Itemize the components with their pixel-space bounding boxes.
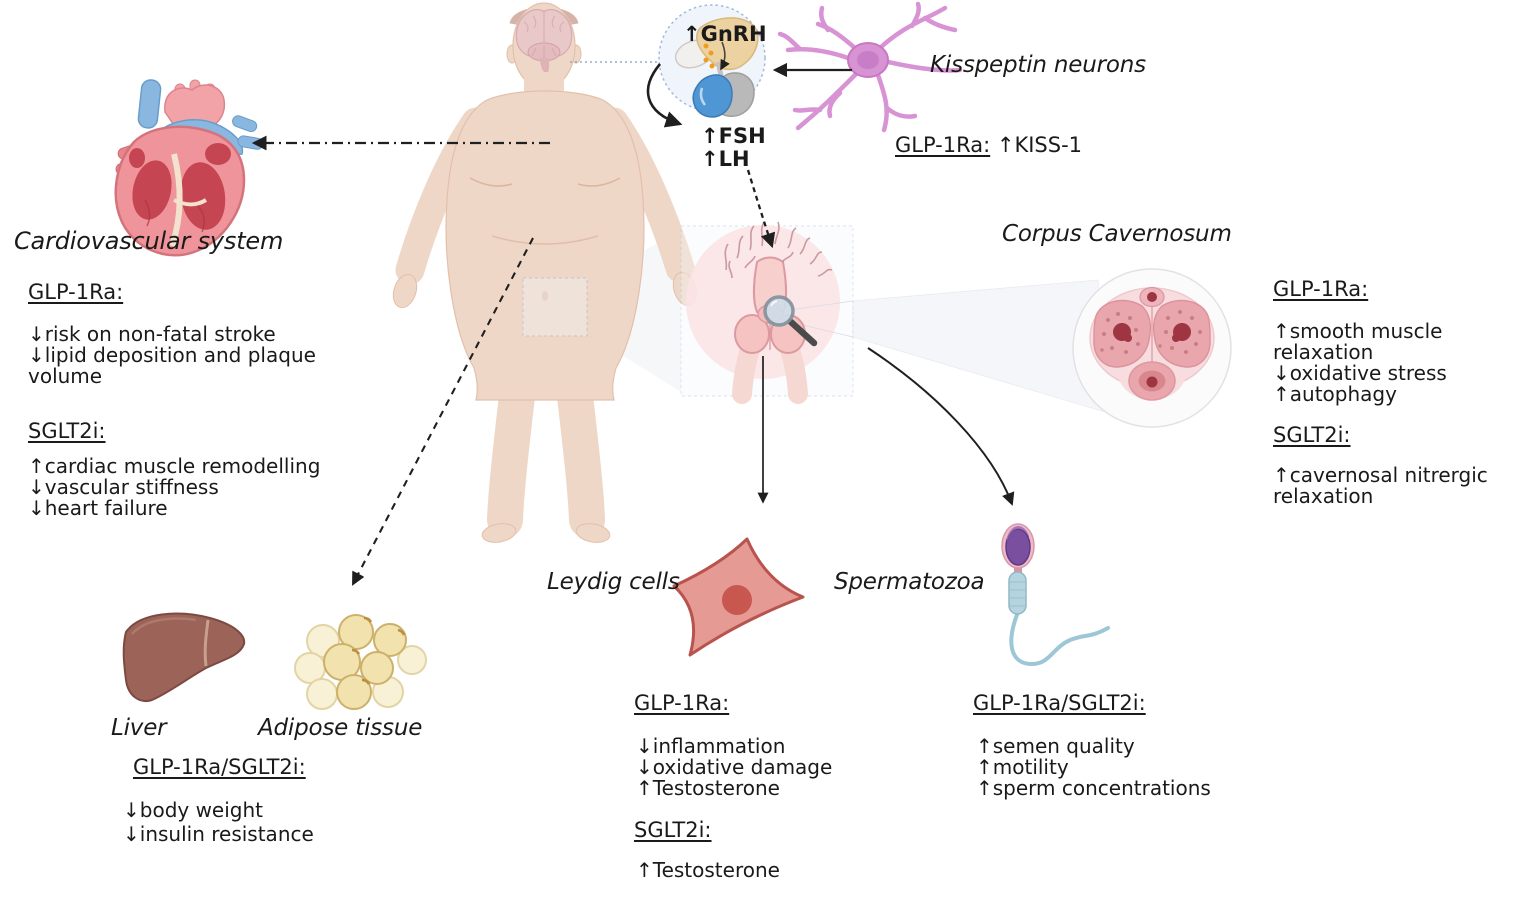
- leydig-sglt2-list: ↑Testosterone: [636, 860, 780, 881]
- connector-arrows: [251, 61, 1015, 586]
- fsh-label: ↑FSH: [701, 124, 766, 148]
- leydig-glp1-line: ↑Testosterone: [636, 776, 780, 800]
- corpus-sglt2-line: ↑cavernosal nitrergic relaxation: [1273, 463, 1488, 508]
- corpus-glp1-line: ↓oxidative stress: [1273, 361, 1447, 385]
- leydig-glp1-heading: GLP-1Ra:: [634, 691, 730, 715]
- kisspeptin-effect: GLP-1Ra: ↑KISS-1: [895, 133, 1082, 157]
- body-to-liver-dashed-arrow: [352, 237, 534, 586]
- cardio-sglt2-heading: SGLT2i:: [28, 419, 106, 443]
- cardio-glp1-heading: GLP-1Ra:: [28, 280, 124, 304]
- sperm-line: ↑sperm concentrations: [976, 776, 1211, 800]
- spermatozoon-icon: [1001, 523, 1110, 667]
- sperm-line: ↑semen quality: [976, 734, 1135, 758]
- liver-label: Liver: [111, 715, 167, 741]
- corpus-glp1-line: ↑autophagy: [1273, 382, 1397, 406]
- cardio-glp1-list: ↓risk on non-fatal stroke ↓lipid deposit…: [28, 324, 340, 387]
- liver-adipose-heading: GLP-1Ra/SGLT2i:: [133, 755, 306, 779]
- corpus-glp1-list: ↑smooth muscle relaxation ↓oxidative str…: [1273, 321, 1465, 405]
- cardio-sglt2-line: ↑cardiac muscle remodelling: [28, 454, 321, 478]
- cardio-glp1-line: ↓lipid deposition and plaque volume: [28, 343, 316, 388]
- kisspeptin-glp1-value: ↑KISS-1: [996, 133, 1083, 157]
- lh-label: ↑LH: [701, 147, 750, 171]
- sperm-heading: GLP-1Ra/SGLT2i:: [973, 691, 1146, 715]
- magnifier-icon: [763, 295, 818, 347]
- spermatozoa-title: Spermatozoa: [834, 569, 985, 595]
- cardiovascular-title: Cardiovascular system: [14, 227, 284, 255]
- zoom-cone-genitals-to-corpus: [852, 279, 1106, 413]
- hip-zoom-box: [522, 277, 588, 337]
- cardio-sglt2-line: ↓vascular stiffness: [28, 475, 219, 499]
- kisspeptin-glp1-heading: GLP-1Ra:: [895, 133, 991, 157]
- hypothalamus-pituitary-icon: [658, 4, 766, 118]
- cardio-glp1-line: ↓risk on non-fatal stroke: [28, 322, 276, 346]
- kisspeptin-neuron-icon: [777, 1, 963, 133]
- leydig-sglt2-heading: SGLT2i:: [634, 818, 712, 842]
- corpus-glp1-heading: GLP-1Ra:: [1273, 277, 1369, 301]
- corpus-cavernosum-cross-section-icon: [1072, 268, 1232, 428]
- sperm-list: ↑semen quality ↑motility ↑sperm concentr…: [976, 736, 1211, 799]
- cardio-sglt2-list: ↑cardiac muscle remodelling ↓vascular st…: [28, 456, 320, 519]
- corpus-title: Corpus Cavernosum: [1002, 221, 1232, 247]
- leydig-cell-icon: [672, 537, 805, 657]
- leydig-sglt2-line: ↑Testosterone: [636, 858, 780, 882]
- fsh-lh-label: ↑FSH ↑LH: [701, 125, 766, 171]
- kisspeptin-title: Kisspeptin neurons: [930, 52, 1146, 78]
- corpus-sglt2-heading: SGLT2i:: [1273, 423, 1351, 447]
- liver-icon: [122, 612, 246, 702]
- leydig-title: Leydig cells: [547, 569, 680, 595]
- male-genitals-icon: [686, 221, 854, 404]
- human-body-illustration: [392, 2, 698, 543]
- pubic-hair: [724, 221, 833, 279]
- leydig-glp1-line: ↓inflammation: [636, 734, 786, 758]
- corpus-sglt2-list: ↑cavernosal nitrergic relaxation: [1273, 465, 1511, 507]
- leydig-glp1-line: ↓oxidative damage: [636, 755, 833, 779]
- liver-adipose-line: ↓body weight: [123, 798, 264, 822]
- corpus-glp1-line: ↑smooth muscle relaxation: [1273, 319, 1443, 364]
- brain-icon: [515, 8, 573, 73]
- pituitary-to-fshlh-arrow: [646, 63, 683, 128]
- genitals-to-sperm-arrow: [867, 347, 1015, 506]
- leydig-glp1-list: ↓inflammation ↓oxidative damage ↑Testost…: [636, 736, 832, 799]
- gnrh-label: ↑GnRH: [683, 22, 767, 46]
- adipose-tissue-icon: [294, 614, 427, 710]
- liver-adipose-list: ↓body weight ↓insulin resistance: [123, 798, 314, 846]
- adipose-label: Adipose tissue: [258, 715, 423, 741]
- sperm-line: ↑motility: [976, 755, 1069, 779]
- cardio-sglt2-line: ↓heart failure: [28, 496, 168, 520]
- liver-adipose-line: ↓insulin resistance: [123, 822, 314, 846]
- heart-icon: [114, 79, 264, 257]
- fshlh-to-genitals-dashed-arrow: [746, 169, 776, 249]
